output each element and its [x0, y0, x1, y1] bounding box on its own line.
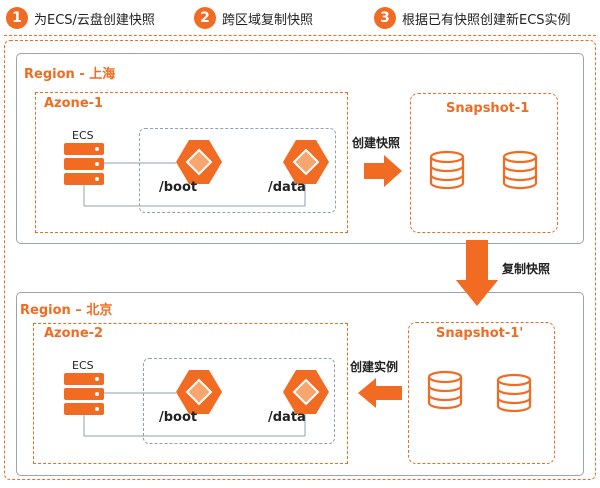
disk-label-data: /data	[268, 410, 306, 425]
disk-group	[139, 128, 336, 213]
zone-title: Azone-2	[44, 326, 104, 341]
diagram-frame	[4, 40, 596, 480]
disk-label-boot: /boot	[159, 410, 198, 425]
region-title: Region – 北京	[20, 303, 113, 318]
arrow-right-icon	[364, 155, 402, 187]
step-number: 1	[6, 7, 28, 29]
arrow-label-create-snapshot: 创建快照	[352, 136, 401, 150]
zone-title: Azone-1	[44, 96, 104, 111]
database-icon	[427, 370, 463, 410]
ecs-label: ECS	[72, 129, 94, 142]
disk-group	[143, 358, 335, 444]
zone-azone-1	[35, 92, 348, 233]
snapshot-title: Snapshot-1'	[436, 326, 524, 341]
region-title: Region - 上海	[24, 67, 116, 82]
zone-azone-2	[33, 323, 348, 464]
disk-icon	[283, 140, 329, 184]
arrow-label-create-instance: 创建实例	[350, 360, 399, 374]
header-divider	[4, 35, 596, 36]
arrow-label-copy-snapshot: 复制快照	[502, 262, 551, 276]
step-3: 3 根据已有快照创建新ECS实例	[374, 6, 571, 30]
disk-icon	[176, 370, 222, 414]
server-icon	[64, 143, 104, 185]
disk-icon	[283, 370, 329, 414]
snapshot-box	[410, 93, 558, 233]
database-icon	[496, 373, 532, 413]
database-icon	[502, 150, 538, 190]
step-text: 为ECS/云盘创建快照	[34, 12, 155, 28]
disk-label-boot: /boot	[159, 180, 198, 195]
disk-label-data: /data	[268, 180, 306, 195]
step-text: 跨区域复制快照	[222, 12, 314, 28]
step-number: 2	[194, 7, 216, 29]
step-number: 3	[374, 7, 396, 29]
server-icon	[64, 373, 104, 415]
step-text: 根据已有快照创建新ECS实例	[402, 12, 571, 28]
ecs-label: ECS	[72, 359, 94, 372]
disk-icon	[176, 140, 222, 184]
arrow-left-icon	[358, 378, 402, 408]
snapshot-box	[408, 322, 555, 464]
database-icon	[429, 150, 465, 190]
arrow-down-icon	[456, 280, 498, 306]
step-1: 1 为ECS/云盘创建快照	[6, 6, 155, 30]
step-2: 2 跨区域复制快照	[194, 6, 313, 30]
snapshot-title: Snapshot-1	[446, 101, 530, 116]
